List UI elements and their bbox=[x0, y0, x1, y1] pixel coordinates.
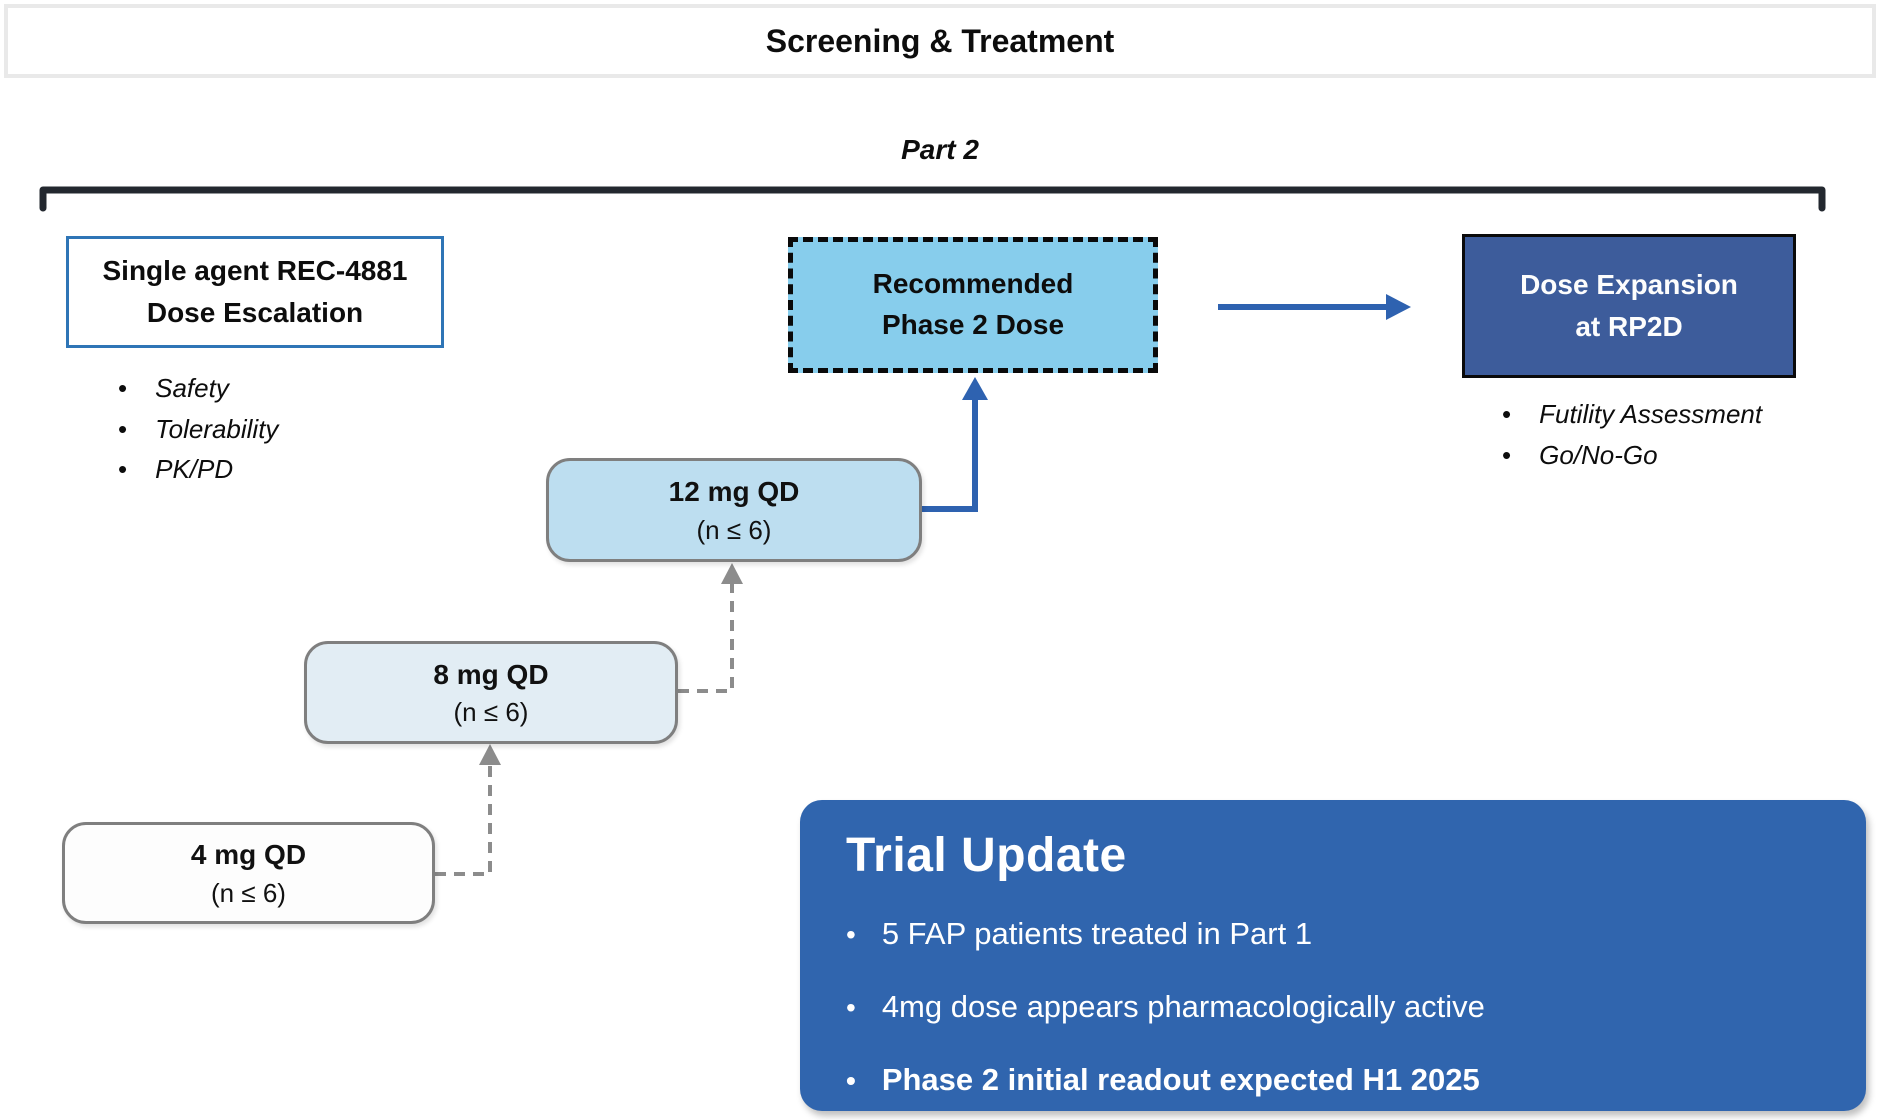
list-item: • 5 FAP patients treated in Part 1 bbox=[846, 915, 1820, 952]
list-item: • Futility Assessment bbox=[1502, 398, 1762, 431]
bullet-icon: • bbox=[846, 1065, 856, 1097]
connector-12mg-to-rp2d bbox=[921, 396, 978, 512]
dose-escalation-title-line2: Dose Escalation bbox=[146, 297, 364, 328]
arrowhead-12mg-to-rp2d bbox=[962, 377, 988, 400]
page-title: Screening & Treatment bbox=[765, 22, 1115, 59]
bullet-text: Go/No-Go bbox=[1539, 439, 1658, 470]
recommended-line1: Recommended bbox=[872, 268, 1074, 300]
bullet-text: Tolerability bbox=[155, 413, 279, 444]
trial-update-title: Trial Update bbox=[846, 829, 1127, 882]
dose-box-4mg: 4 mg QD (n ≤ 6) bbox=[62, 822, 435, 924]
bullet-text: Safety bbox=[155, 373, 229, 403]
bullet-text: PK/PD bbox=[155, 454, 234, 484]
connector-8mg-to-12mg bbox=[678, 581, 734, 693]
trial-update-panel: Trial Update • 5 FAP patients treated in … bbox=[800, 800, 1866, 1111]
arrowhead-4mg-to-8mg bbox=[479, 744, 501, 765]
dose-expansion-bullet-list: • Futility Assessment • Go/No-Go bbox=[1502, 398, 1762, 479]
bullet-text: 4mg dose appears pharmacologically activ… bbox=[881, 989, 1485, 1025]
bullet-icon: • bbox=[846, 992, 856, 1024]
dose-label: 4 mg QD bbox=[190, 839, 307, 871]
dose-escalation-bullet-list: • Safety • Tolerability • PK/PD bbox=[118, 372, 278, 494]
bullet-icon: • bbox=[846, 919, 856, 950]
trial-update-bullet-list: • 5 FAP patients treated in Part 1 • 4mg d… bbox=[846, 915, 1820, 1099]
part2-bracket bbox=[39, 186, 1826, 212]
bullet-text: 5 FAP patients treated in Part 1 bbox=[881, 916, 1313, 951]
dose-escalation-title-line1: Single agent REC-4881 bbox=[102, 255, 408, 286]
dose-n-label: (n ≤ 6) bbox=[696, 514, 772, 545]
header-bar: Screening & Treatment bbox=[4, 4, 1876, 78]
arrowhead-rp2d-to-expansion bbox=[1386, 294, 1411, 320]
recommended-line2: Phase 2 Dose bbox=[881, 309, 1065, 340]
bullet-icon: • bbox=[118, 373, 128, 403]
arrowhead-8mg-to-12mg bbox=[721, 563, 743, 584]
dose-box-8mg: 8 mg QD (n ≤ 6) bbox=[304, 641, 678, 744]
part2-label: Part 2 bbox=[901, 134, 979, 165]
bullet-icon: • bbox=[1502, 439, 1512, 470]
dose-box-12mg: 12 mg QD (n ≤ 6) bbox=[546, 458, 922, 562]
dose-n-label: (n ≤ 6) bbox=[211, 877, 286, 908]
bullet-icon: • bbox=[118, 454, 128, 484]
list-item: • PK/PD bbox=[118, 453, 278, 486]
dose-n-label: (n ≤ 6) bbox=[453, 697, 529, 728]
bullet-text: Phase 2 initial readout expected H1 2025 bbox=[881, 1062, 1480, 1098]
bullet-icon: • bbox=[1502, 399, 1512, 429]
list-item: • Tolerability bbox=[118, 413, 278, 446]
recommended-phase2-dose-box: Recommended Phase 2 Dose bbox=[788, 237, 1158, 373]
dose-escalation-box: Single agent REC-4881 Dose Escalation bbox=[66, 236, 444, 348]
list-item: • 4mg dose appears pharmacologically acti… bbox=[846, 988, 1820, 1025]
expansion-line1: Dose Expansion bbox=[1520, 269, 1738, 300]
list-item: • Safety bbox=[118, 372, 278, 405]
bullet-icon: • bbox=[118, 413, 128, 444]
dose-label: 12 mg QD bbox=[668, 476, 800, 508]
connector-4mg-to-8mg bbox=[435, 762, 492, 876]
list-item: • Go/No-Go bbox=[1502, 439, 1762, 472]
expansion-line2: at RP2D bbox=[1575, 311, 1683, 342]
dose-expansion-box: Dose Expansion at RP2D bbox=[1462, 234, 1796, 378]
bullet-text: Futility Assessment bbox=[1539, 399, 1763, 429]
dose-label: 8 mg QD bbox=[433, 658, 549, 690]
list-item: • Phase 2 initial readout expected H1 202… bbox=[846, 1061, 1820, 1098]
